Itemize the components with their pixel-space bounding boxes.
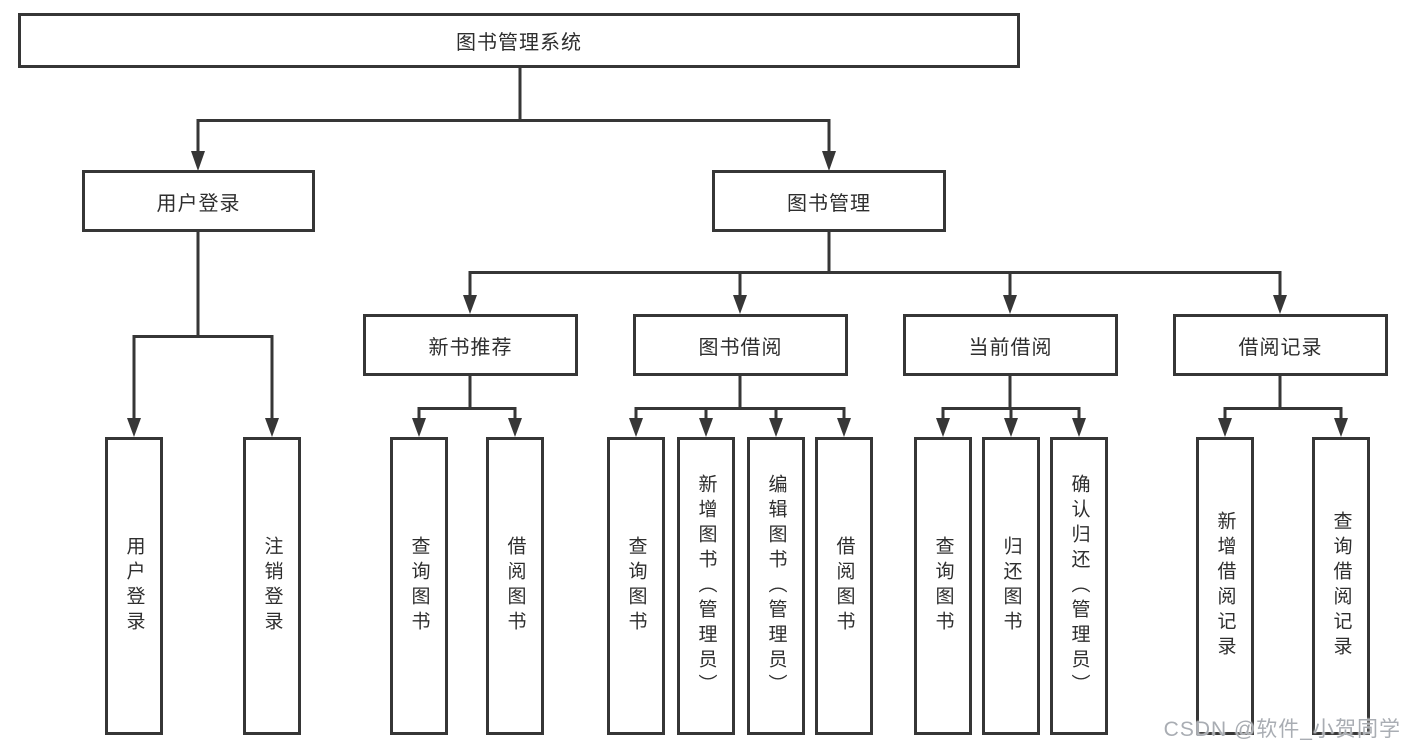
- arrow-down-icon: [629, 418, 643, 437]
- arrow-down-icon: [508, 418, 522, 437]
- node-leaf-add-borrow-record: 新增借阅记录: [1196, 437, 1254, 735]
- arrow-down-icon: [463, 295, 477, 314]
- node-label: 用户登录: [156, 192, 241, 215]
- node-leaf-confirm-return-admin: 确认归还（管理员）: [1050, 437, 1108, 735]
- node-label: 编辑图书（管理员）: [765, 473, 787, 699]
- node-leaf-add-books-admin: 新增图书（管理员）: [677, 437, 735, 735]
- node-book-borrow: 图书借阅: [633, 314, 848, 376]
- node-library-management-system: 图书管理系统: [18, 13, 1020, 68]
- node-leaf-logout: 注销登录: [243, 437, 301, 735]
- node-label: 查询图书: [408, 536, 430, 636]
- node-label: 新书推荐: [428, 336, 513, 359]
- node-leaf-user-login: 用户登录: [105, 437, 163, 735]
- arrow-down-icon: [1334, 418, 1348, 437]
- node-label: 查询图书: [625, 536, 647, 636]
- node-borrow-records: 借阅记录: [1173, 314, 1388, 376]
- arrow-down-icon: [1273, 295, 1287, 314]
- node-label: 注销登录: [261, 536, 283, 636]
- node-label: 借阅记录: [1238, 336, 1323, 359]
- arrow-down-icon: [837, 418, 851, 437]
- node-label: 图书管理系统: [456, 32, 582, 54]
- node-label: 查询借阅记录: [1330, 511, 1352, 661]
- node-label: 确认归还（管理员）: [1068, 473, 1090, 699]
- node-label: 借阅图书: [833, 536, 855, 636]
- node-current-borrow: 当前借阅: [903, 314, 1118, 376]
- arrow-down-icon: [412, 418, 426, 437]
- node-label: 图书管理: [787, 192, 871, 215]
- node-leaf-query-books-borrow: 查询图书: [607, 437, 665, 735]
- node-label: 归还图书: [1000, 536, 1022, 636]
- node-label: 借阅图书: [504, 536, 526, 636]
- node-user-login: 用户登录: [82, 170, 315, 232]
- node-leaf-edit-books-admin: 编辑图书（管理员）: [747, 437, 805, 735]
- arrow-down-icon: [265, 418, 279, 437]
- arrow-down-icon: [733, 295, 747, 314]
- node-leaf-query-borrow-record: 查询借阅记录: [1312, 437, 1370, 735]
- node-label: 查询图书: [932, 536, 954, 636]
- node-label: 新增借阅记录: [1214, 511, 1236, 661]
- node-label: 新增图书（管理员）: [695, 473, 717, 699]
- node-leaf-borrow-books-recommend: 借阅图书: [486, 437, 544, 735]
- arrow-down-icon: [191, 151, 205, 171]
- arrow-down-icon: [822, 151, 836, 171]
- node-new-book-recommend: 新书推荐: [363, 314, 578, 376]
- arrow-down-icon: [1072, 418, 1086, 437]
- arrow-down-icon: [1218, 418, 1232, 437]
- node-label: 图书借阅: [698, 336, 783, 359]
- arrow-down-icon: [1004, 418, 1018, 437]
- csdn-watermark: CSDN @软件_小贺同学: [1163, 718, 1401, 741]
- arrow-down-icon: [936, 418, 950, 437]
- arrow-down-icon: [769, 418, 783, 437]
- node-label: 用户登录: [123, 536, 145, 636]
- arrow-down-icon: [699, 418, 713, 437]
- node-leaf-query-books-recommend: 查询图书: [390, 437, 448, 735]
- arrow-down-icon: [1003, 295, 1017, 314]
- node-leaf-return-books: 归还图书: [982, 437, 1040, 735]
- node-leaf-borrow-books: 借阅图书: [815, 437, 873, 735]
- node-book-management: 图书管理: [712, 170, 946, 232]
- node-label: 当前借阅: [968, 336, 1053, 359]
- node-leaf-query-books-current: 查询图书: [914, 437, 972, 735]
- arrow-down-icon: [127, 418, 141, 437]
